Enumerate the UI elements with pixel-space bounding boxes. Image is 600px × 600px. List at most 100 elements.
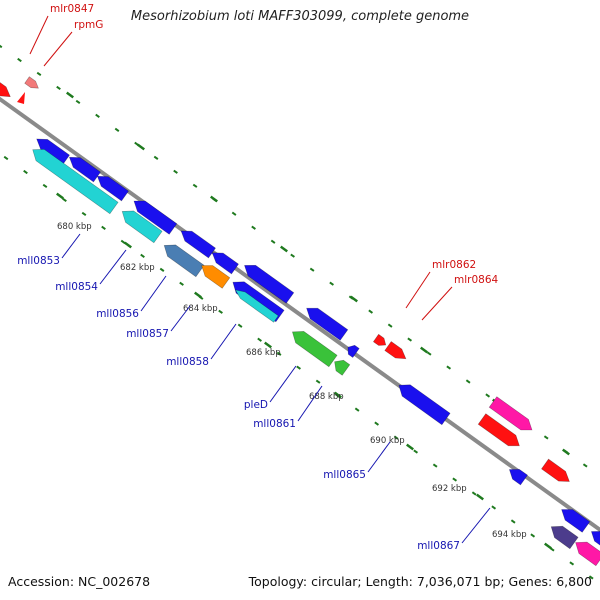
gene-blue-reverse-6-arrow[interactable] [211,252,239,275]
gene-label-leader-mlr0862 [405,271,431,309]
gene-mll0865-arrow[interactable] [398,384,451,426]
gene-label-leader-mll0854 [99,249,127,285]
accession-text: Accession: NC_002678 [8,574,151,589]
gene-mll0857-arrow[interactable] [201,265,231,289]
scale-line-inner-tick [62,197,67,203]
gene-label-mll0857[interactable]: mll0857 [126,328,169,340]
gene-blue-reverse-4-arrow[interactable] [133,200,178,235]
gene-mll0861-arrow[interactable] [334,359,351,376]
scale-line-outer-tick [192,183,198,188]
scale-line-inner-tick [257,337,262,342]
gene-magenta-forward-1-arrow[interactable] [488,396,533,431]
gene-label-mll0858[interactable]: mll0858 [166,356,209,368]
scale-label-684kbp: 684 kbp [183,304,218,314]
gene-blue-reverse-9-arrow[interactable] [347,344,360,358]
gene-label-mll0861[interactable]: mll0861 [253,418,296,430]
gene-mlr0864-arrow[interactable] [384,341,407,360]
gene-mll0866-arrow[interactable] [508,469,528,486]
scale-label-692kbp: 692 kbp [432,484,467,494]
gene-label-pleD[interactable]: pleD [244,399,268,411]
scale-line-outer-tick [485,393,491,398]
gene-mlr0862-arrow[interactable] [372,333,387,346]
scale-line-outer-tick [17,57,22,63]
scale-label-682kbp: 682 kbp [120,263,155,273]
scale-line-inner-tick [81,211,87,217]
gene-label-rpmG[interactable]: rpmG [74,19,103,31]
gene-label-leader-mll0865 [367,441,391,473]
scale-major-tick [280,245,288,253]
gene-mlr0846-arrow[interactable] [0,81,11,98]
gene-label-leader-mlr0864 [421,286,453,321]
gene-label-mll0856[interactable]: mll0856 [96,308,139,320]
gene-pleD-arrow[interactable] [292,331,338,368]
gene-mll0867-arrow[interactable] [550,525,579,550]
scale-line-inner-tick [413,449,419,454]
gene-red-forward-1-arrow[interactable] [477,413,520,447]
gene-label-leader-mll0857 [170,305,191,332]
scale-line-inner-tick [471,491,477,496]
scale-line-inner-tick [315,379,321,384]
scale-major-tick [544,542,552,550]
scale-major-tick [194,291,202,299]
scale-line-outer-tick [446,365,452,370]
gene-blue-reverse-7-arrow[interactable] [244,264,295,304]
gene-label-mll0853[interactable]: mll0853 [17,255,60,267]
scale-major-tick [56,192,64,200]
gene-blue-reverse-10-arrow[interactable] [561,509,591,533]
scale-line-inner-tick [42,183,48,189]
scale-line-inner [3,155,594,580]
scale-line-outer-tick [173,169,178,174]
gene-mll0853-arrow[interactable] [32,148,119,215]
gene-label-leader-mll0867 [461,507,491,544]
gene-label-leader-rpmG [43,31,73,67]
scale-line-inner-tick [588,575,594,580]
scale-major-tick [66,91,74,99]
scale-line-outer-tick [95,113,100,118]
gene-label-leader-mll0856 [140,275,167,312]
gene-label-mlr0847[interactable]: mlr0847 [50,3,94,15]
gene-magenta-reverse-1-arrow[interactable] [575,541,600,567]
gene-blue-reverse-8-arrow[interactable] [306,307,349,341]
scale-line-inner-tick [276,351,282,356]
scale-line-inner-tick [452,477,458,482]
scale-major-tick [406,443,414,451]
gene-blue-reverse-5-arrow[interactable] [180,230,216,259]
gene-label-mll0865[interactable]: mll0865 [323,469,366,481]
scale-line-inner-tick [374,421,380,426]
gene-blue-reverse-2-arrow[interactable] [68,156,101,183]
gene-mll0858-arrow[interactable] [234,289,279,323]
scale-major-tick [264,341,272,349]
scale-line-outer-tick [36,71,42,77]
gene-mlr0847-arrow[interactable] [24,76,39,89]
scale-line-inner-tick [23,169,28,175]
scale-line-outer-tick [426,351,432,356]
scale-line-inner-tick [120,239,126,244]
gene-blue-reverse-11-arrow[interactable] [590,531,600,547]
gene-rpmG-arrow[interactable] [17,92,25,104]
scale-line-inner-tick [569,561,575,566]
gene-mll0854-arrow[interactable] [121,210,163,244]
scale-line-outer-tick [56,85,61,91]
scale-line-outer-tick [407,337,413,342]
scale-line-inner-tick [354,407,360,412]
scale-line-outer-tick [582,463,588,468]
scale-line-outer-tick [0,44,3,49]
scale-label-686kbp: 686 kbp [246,348,281,358]
gene-blue-reverse-3-arrow[interactable] [96,175,129,202]
scale-major-tick [562,448,570,456]
scale-line-outer-tick [309,267,315,272]
scale-label-680kbp: 680 kbp [57,222,92,232]
scale-line-inner-tick [432,463,438,468]
scale-line-outer-tick [114,127,120,132]
scale-major-tick [334,391,342,399]
scale-line-inner-tick [3,155,9,161]
gene-label-mll0854[interactable]: mll0854 [55,281,98,293]
gene-red-forward-2-arrow[interactable] [541,458,570,482]
scale-line-outer-tick [465,379,471,384]
gene-label-mlr0862[interactable]: mlr0862 [432,259,476,271]
gene-label-mll0867[interactable]: mll0867 [417,540,460,552]
gene-label-mlr0864[interactable]: mlr0864 [454,274,499,286]
scale-line-outer-tick [231,211,237,216]
scale-major-tick [420,346,428,354]
